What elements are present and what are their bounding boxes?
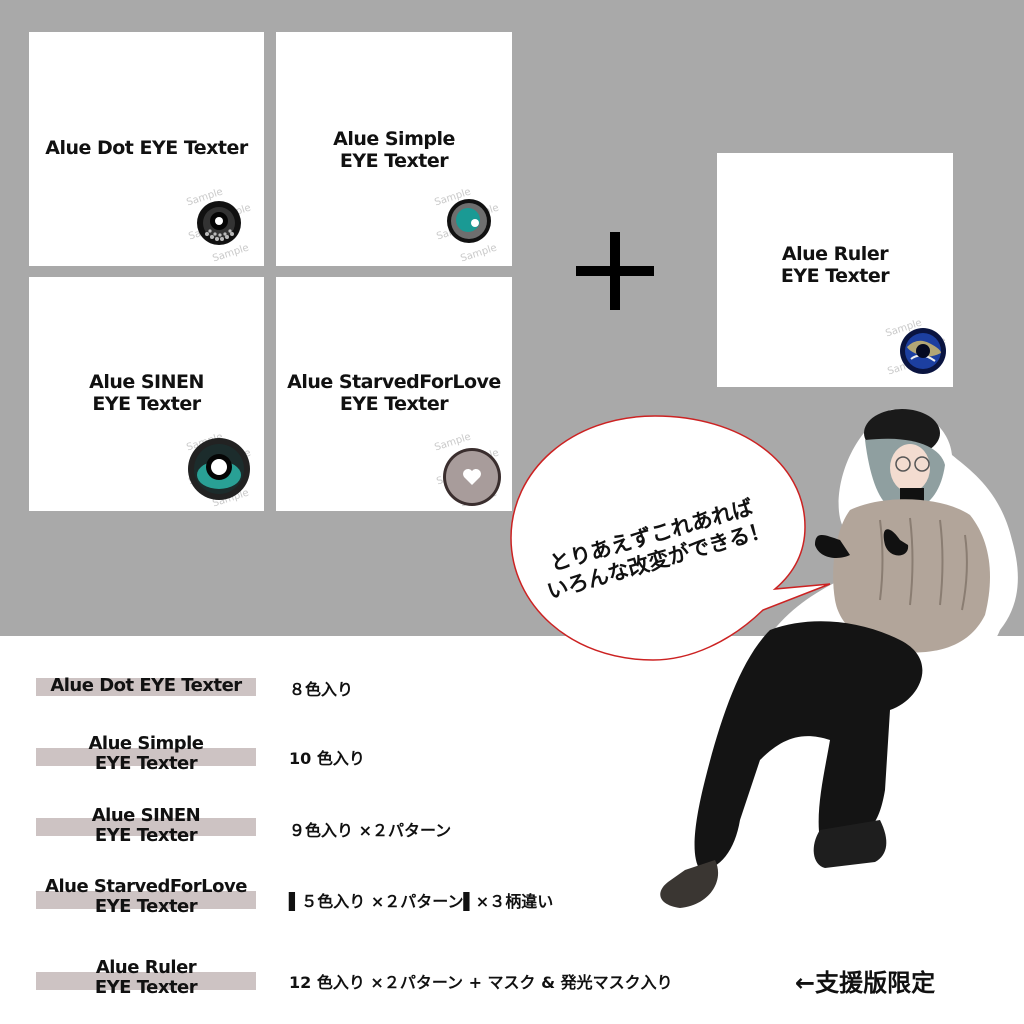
card-title: Alue Ruler EYE Texter xyxy=(717,243,953,287)
row-label-line: EYE Texter xyxy=(94,825,198,846)
card-title-line: Alue Ruler xyxy=(781,243,889,265)
row-desc-ruler: 12 色入り ×２パターン + マスク & 発光マスク入り xyxy=(289,973,673,992)
row-label-simple: Alue Simple EYE Texter xyxy=(36,734,256,774)
row-label-line: Alue SINEN xyxy=(91,805,201,826)
card-title: Alue StarvedForLove EYE Texter xyxy=(276,371,512,415)
row-label-line: EYE Texter xyxy=(94,896,198,917)
avatar-character-illustration xyxy=(656,409,1018,915)
sinen-eye-icon xyxy=(188,438,250,500)
card-title-line: Alue SINEN xyxy=(89,371,204,393)
row-label-line: Alue Ruler xyxy=(95,957,197,978)
row-label-line: Alue StarvedForLove xyxy=(45,876,247,897)
row-label-dot: Alue Dot EYE Texter xyxy=(36,676,256,696)
card-title-line: Alue StarvedForLove xyxy=(287,371,501,393)
watermark-text: Sample xyxy=(459,242,499,265)
card-title-line: EYE Texter xyxy=(780,265,890,287)
support-version-note: ←支援版限定 xyxy=(795,969,936,997)
card-sinen-eye-texter: Alue SINEN EYE Texter Sample Sample Samp… xyxy=(29,277,264,511)
card-title-line: Alue Dot EYE Texter xyxy=(45,137,248,159)
speech-bubble xyxy=(510,415,831,661)
card-title: Alue Simple EYE Texter xyxy=(276,128,512,172)
row-desc-simple: 10 色入り xyxy=(289,749,365,768)
row-label-starvedforlove: Alue StarvedForLove EYE Texter xyxy=(36,877,256,917)
row-label-sinen: Alue SINEN EYE Texter xyxy=(36,806,256,846)
row-label-line: EYE Texter xyxy=(94,977,198,998)
card-title-line: EYE Texter xyxy=(339,393,449,415)
heart-eye-icon xyxy=(443,448,501,506)
ruler-eye-icon xyxy=(900,328,946,374)
dot-eye-icon xyxy=(197,201,241,245)
row-desc-sinen: ９色入り ×２パターン xyxy=(289,821,452,840)
row-label-line: EYE Texter xyxy=(94,753,198,774)
card-title-line: EYE Texter xyxy=(92,393,201,415)
card-dot-eye-texter: Alue Dot EYE Texter Sample Sample Sample… xyxy=(29,32,264,266)
card-title: Alue Dot EYE Texter xyxy=(29,137,264,159)
row-label-line: Alue Simple xyxy=(88,733,204,754)
card-simple-eye-texter: Alue Simple EYE Texter Sample Sample Sam… xyxy=(276,32,512,266)
simple-eye-icon xyxy=(447,199,491,243)
row-desc-dot: ８色入り xyxy=(289,680,354,699)
card-title-line: Alue Simple xyxy=(333,128,455,150)
card-ruler-eye-texter: Alue Ruler EYE Texter Sample Sample Samp… xyxy=(717,153,953,387)
row-label-line: Alue Dot EYE Texter xyxy=(50,675,242,696)
card-starvedforlove-eye-texter: Alue StarvedForLove EYE Texter Sample Sa… xyxy=(276,277,512,511)
row-desc-starvedforlove: ▌５色入り ×２パターン▌×３柄違い xyxy=(289,892,554,911)
plus-icon xyxy=(576,232,654,310)
card-title: Alue SINEN EYE Texter xyxy=(29,371,264,415)
card-title-line: EYE Texter xyxy=(339,150,449,172)
row-label-ruler: Alue Ruler EYE Texter xyxy=(36,958,256,998)
